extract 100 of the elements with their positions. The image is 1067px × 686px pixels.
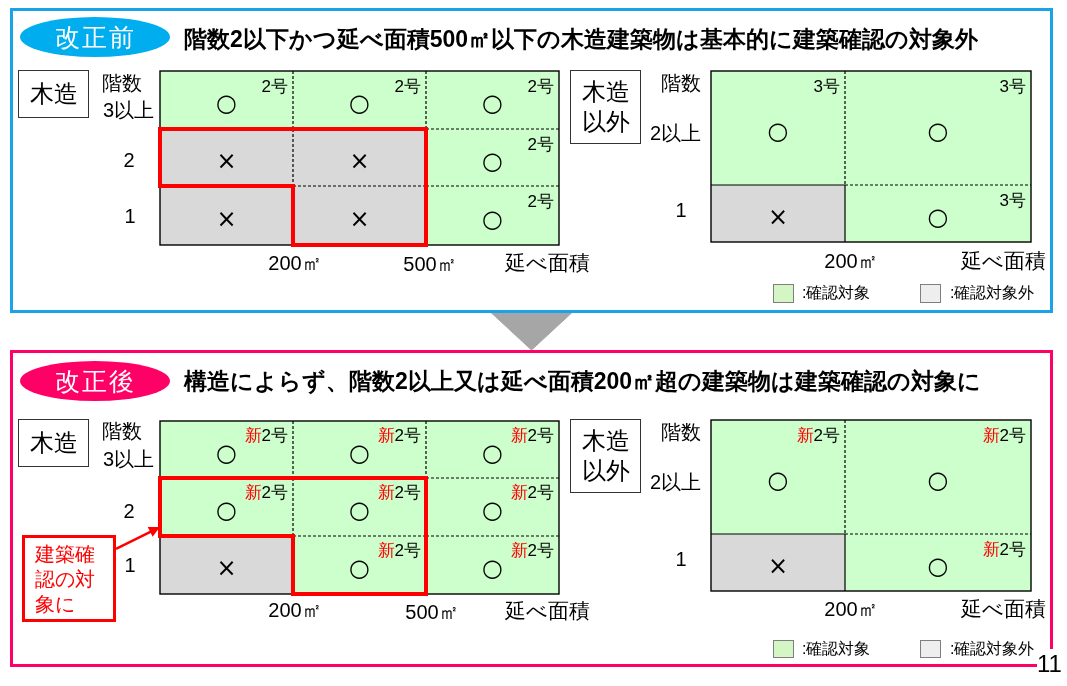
table-cell — [845, 71, 1031, 185]
axis-title: 階数 — [661, 419, 701, 445]
category-label: 新2号 — [244, 426, 288, 446]
table-cell — [711, 71, 845, 185]
tick-label: 200㎡ — [824, 596, 878, 622]
legend-label: :確認対象 — [802, 639, 871, 659]
table-cell — [711, 185, 845, 242]
table-cell — [160, 536, 293, 594]
table-cell — [160, 186, 293, 245]
table-cell — [293, 129, 426, 186]
table-cell — [426, 129, 559, 186]
table-cell — [160, 129, 293, 186]
table-cell — [160, 71, 293, 129]
result-mark: ○ — [215, 438, 238, 467]
label-box: 木造 — [18, 70, 89, 118]
oval-tag: 改正後 — [20, 361, 170, 401]
axis-title: 延べ面積 — [961, 596, 1046, 622]
category-label: 2号 — [261, 77, 288, 97]
callout-box: 建築確認の対象に — [22, 535, 116, 622]
label-box: 木造 — [18, 419, 89, 467]
row-label: 2以上 — [649, 120, 701, 146]
panel — [10, 8, 1053, 313]
table-cell — [845, 185, 1031, 242]
category-label: 新2号 — [510, 541, 554, 561]
result-mark: ○ — [481, 496, 504, 524]
table-cell — [845, 420, 1031, 534]
category-label: 2号 — [394, 77, 421, 97]
result-mark: × — [766, 551, 790, 580]
axis-title: 階数 — [661, 70, 701, 96]
result-mark: ○ — [481, 554, 504, 582]
category-label: 2号 — [527, 192, 554, 212]
label-box: 木造以外 — [570, 70, 641, 144]
result-mark: ○ — [348, 438, 371, 467]
table-cell — [293, 478, 426, 536]
result-mark: ○ — [481, 146, 504, 175]
table-cell — [711, 420, 845, 534]
legend-label: :確認対象外 — [950, 639, 1035, 659]
row-label: 2 — [123, 147, 135, 173]
table-cell — [711, 534, 845, 591]
arrow — [491, 312, 572, 351]
category-label: 新2号 — [796, 426, 840, 446]
result-mark: × — [215, 146, 238, 175]
category-label: 新2号 — [377, 483, 421, 503]
category-label: 3号 — [999, 191, 1026, 211]
row-label: 3以上 — [103, 446, 155, 472]
axis-title: 階数 — [102, 418, 142, 444]
legend-label: :確認対象外 — [950, 283, 1035, 303]
tick-label: 500㎡ — [405, 599, 459, 625]
tick-label: 200㎡ — [824, 248, 878, 274]
tick-label: 200㎡ — [268, 597, 322, 623]
heading: 構造によらず、階数2以上又は延べ面積200㎡超の建築物は建築確認の対象に — [184, 367, 982, 395]
table-cell — [426, 478, 559, 536]
row-label: 3以上 — [103, 97, 155, 123]
table-cell — [293, 421, 426, 478]
category-label: 新2号 — [244, 483, 288, 503]
axis-title: 階数 — [102, 70, 142, 96]
table-cell — [426, 536, 559, 594]
table-cell — [293, 71, 426, 129]
table-cell — [293, 536, 426, 594]
table-cell — [160, 478, 293, 536]
row-label: 1 — [124, 203, 136, 229]
result-mark: ○ — [926, 551, 950, 580]
row-label: 1 — [675, 197, 687, 223]
result-mark: × — [215, 204, 238, 233]
table-cell — [845, 534, 1031, 591]
result-mark: ○ — [348, 89, 371, 117]
legend-label: :確認対象 — [802, 283, 871, 303]
result-mark: ○ — [926, 117, 950, 145]
row-label: 1 — [675, 546, 687, 572]
result-mark: ○ — [348, 554, 371, 582]
category-label: 新2号 — [510, 426, 554, 446]
result-mark: ○ — [481, 204, 504, 233]
category-label: 新2号 — [377, 541, 421, 561]
result-mark: ○ — [766, 117, 790, 145]
result-mark: ○ — [215, 496, 238, 524]
oval-tag: 改正前 — [20, 17, 170, 57]
tick-label: 500㎡ — [403, 251, 457, 277]
category-label: 新2号 — [982, 426, 1026, 446]
table-cell — [160, 421, 293, 478]
result-mark: × — [766, 202, 790, 231]
row-label: 2以上 — [649, 469, 701, 495]
table-cell — [293, 186, 426, 245]
result-mark: × — [215, 554, 238, 582]
category-label: 3号 — [813, 77, 840, 97]
axis-title: 延べ面積 — [505, 598, 590, 624]
category-label: 2号 — [527, 135, 554, 155]
row-label: 2 — [123, 498, 135, 524]
result-mark: ○ — [348, 496, 371, 524]
category-label: 新2号 — [377, 426, 421, 446]
tick-label: 200㎡ — [268, 250, 322, 276]
axis-title: 延べ面積 — [505, 250, 590, 276]
category-label: 3号 — [999, 77, 1026, 97]
result-mark: ○ — [926, 466, 950, 494]
result-mark: ○ — [926, 202, 950, 231]
row-label: 1 — [124, 552, 136, 578]
arrow — [115, 525, 161, 551]
axis-title: 延べ面積 — [961, 248, 1046, 274]
result-mark: × — [348, 146, 371, 175]
result-mark: ○ — [766, 466, 790, 494]
result-mark: ○ — [215, 89, 238, 117]
